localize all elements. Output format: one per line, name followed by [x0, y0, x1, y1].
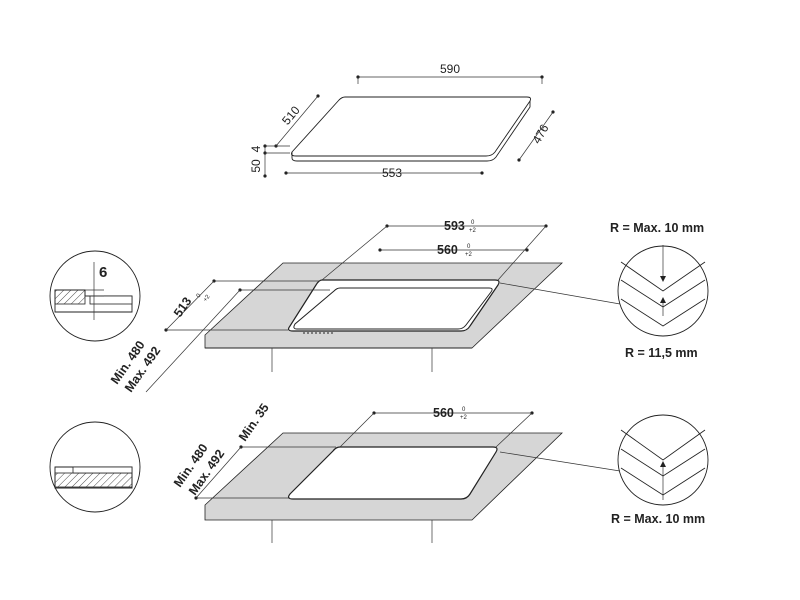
cutout1-inner-width-tol: +2 [465, 252, 473, 258]
hob-width-label: 590 [440, 62, 460, 76]
cutout1-inner-width-tol-low: 0 [467, 244, 471, 250]
cutout2-width-label: 560 [433, 406, 454, 420]
cutout1-outer-depth-tol: +2 [203, 294, 212, 304]
hob-thickness-top-label: 4 [249, 145, 263, 152]
cutout2-radius-detail: R = Max. 10 mm [499, 414, 709, 526]
cutout1-radius-top-label: R = Max. 10 mm [610, 221, 704, 235]
cutout2-radius-label: R = Max. 10 mm [611, 512, 705, 526]
cutout2-width-tol-low: 0 [462, 407, 466, 413]
hob-body-width-label: 553 [382, 166, 402, 180]
cutout2-min-edge-label: Min. 35 [236, 401, 272, 444]
cutout2-edge-detail [49, 421, 141, 513]
cutout1-outer-width-tol: +2 [469, 228, 477, 234]
cutout1-drawing: 593 0 +2 560 0 +2 513 0 +2 Min. 480 Max.… [49, 219, 709, 395]
cutout2-drawing: 560 0 +2 Min. 480 Max. 492 Min. 35 R = M [49, 401, 709, 543]
cutout1-recess-detail: 6 [49, 250, 141, 342]
cutout2-width-tol: +2 [460, 415, 468, 421]
hob-depth-label: 510 [279, 103, 303, 128]
cutout1-outer-width-tol-low: 0 [471, 220, 475, 226]
cutout1-recess-label: 6 [99, 264, 107, 281]
cutout1-radius-detail: R = Max. 10 mm R = 11,5 mm [499, 221, 709, 360]
hob-body-depth-label: 476 [529, 122, 551, 147]
cutout1-radius-bottom-label: R = 11,5 mm [625, 346, 698, 360]
hob-thickness-body-label: 50 [249, 159, 263, 173]
cutout1-outer-depth-label: 513 [171, 295, 194, 320]
hob-drawing: 590 510 476 553 4 50 [249, 62, 555, 180]
cutout1-outer-width-label: 593 [444, 219, 465, 233]
cutout1-outer-depth-tol-low: 0 [196, 292, 203, 299]
cutout1-inner-width-label: 560 [437, 243, 458, 257]
